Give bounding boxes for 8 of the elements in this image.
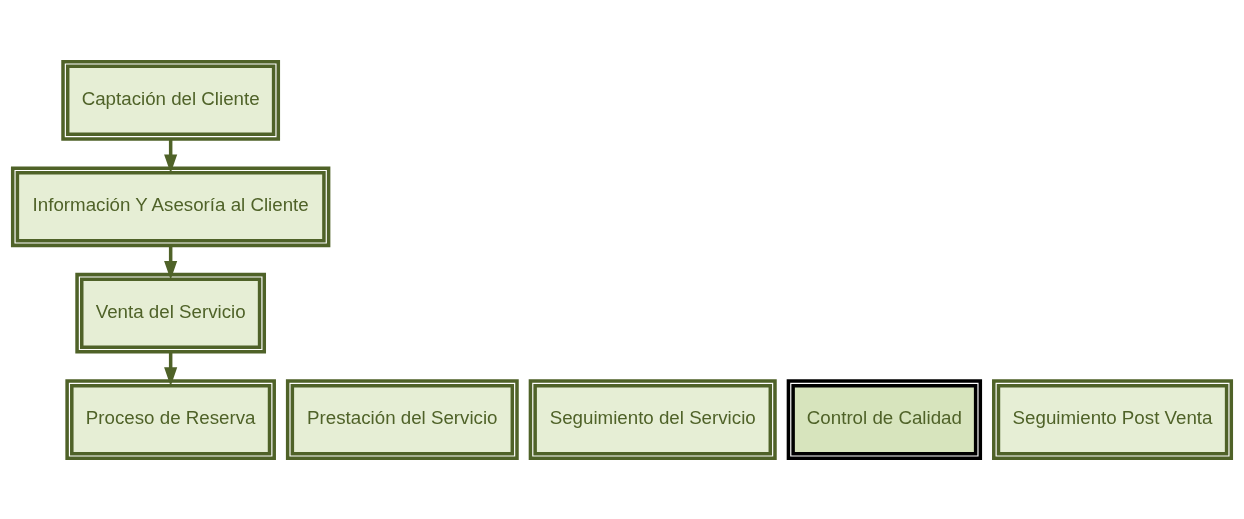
node-box: Seguimiento Post Venta: [992, 378, 1234, 460]
node-box: Información Y Asesoría al Cliente: [10, 165, 331, 247]
node-box: Proceso de Reserva: [65, 378, 276, 460]
node-box: Seguimiento del Servicio: [528, 378, 777, 460]
node-box: Control de Calidad: [786, 378, 983, 460]
node-box: Prestación del Servicio: [285, 378, 519, 460]
node-box: Captación del Cliente: [61, 59, 281, 141]
node-box: Venta del Servicio: [75, 272, 266, 354]
